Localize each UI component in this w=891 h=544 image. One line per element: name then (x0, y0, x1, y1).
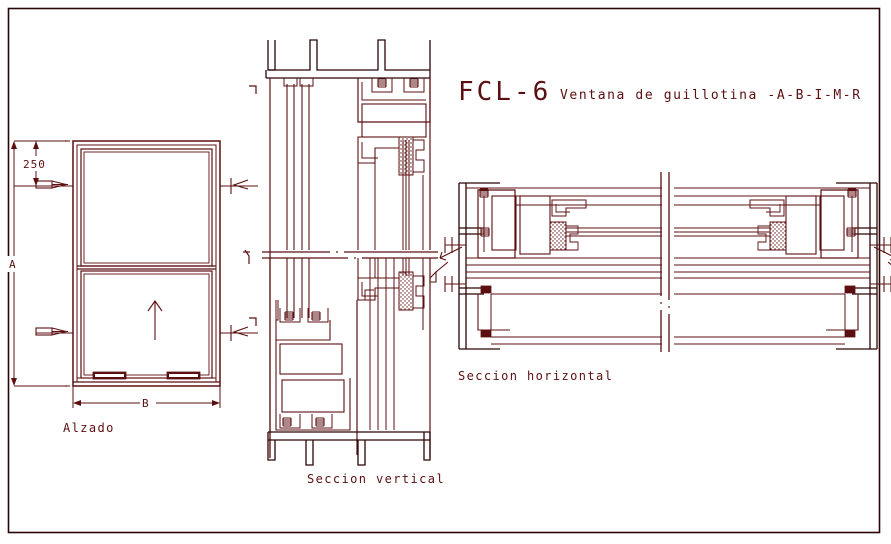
hsec-left-fastener-lower (480, 329, 492, 338)
drawing-code: FCL-6 (458, 77, 551, 107)
gasket-hsec-right (769, 221, 787, 251)
elevation-caption: Alzado (63, 421, 115, 435)
vsec-break-line (262, 250, 438, 260)
section-marker-right-lower (220, 325, 258, 341)
dimension-height-A: A A (5, 140, 70, 387)
detail-tick-top (249, 85, 257, 94)
hsec-break-line (659, 172, 671, 352)
detail-tick-mid (243, 249, 250, 264)
detail-tick-bottom (249, 317, 257, 326)
section-marker-right-upper (220, 178, 258, 194)
horizontal-section-caption: Seccion horizontal (458, 369, 613, 383)
dimension-label-height-text: A (9, 258, 17, 271)
dimension-label-width: B (142, 397, 150, 410)
vertical-section-view (243, 39, 438, 466)
dimension-width-B: B (72, 386, 221, 410)
vsec-sill (267, 378, 431, 466)
section-marker-h-left (429, 237, 466, 292)
vsec-upper-glazing (357, 136, 425, 250)
hsec-left-fastener-upper (480, 285, 492, 294)
gasket-lower (398, 271, 414, 311)
vsec-head-lintel (265, 39, 431, 79)
vsec-lower-glazing (357, 258, 425, 311)
vsec-upper-sash-head (357, 78, 431, 138)
elevation-lower-sash (80, 270, 213, 379)
gasket-hsec-left (549, 221, 567, 251)
elevation-sill (73, 371, 220, 383)
section-marker-left-upper (14, 180, 73, 189)
elevation-upper-sash (80, 148, 213, 267)
elevation-view: A A 250 B (5, 140, 258, 410)
section-marker-left-lower (35, 327, 73, 336)
vsec-meeting-rail (269, 258, 343, 458)
title-block: FCL-6 Ventana de guillotina -A-B-I-M-R (458, 77, 862, 107)
operation-direction-arrow (147, 300, 163, 340)
hsec-left-jamb (458, 182, 662, 350)
vsec-lower-right-frame (356, 258, 431, 458)
hsec-right-jamb (674, 182, 878, 350)
horizontal-section-view (429, 172, 891, 352)
section-marker-h-right (870, 237, 891, 292)
drawing-description: Ventana de guillotina -A-B-I-M-R (560, 88, 862, 103)
dimension-top-250: 250 (22, 141, 70, 187)
dimension-label-250: 250 (23, 158, 46, 171)
vertical-section-caption: Seccion vertical (307, 472, 445, 486)
